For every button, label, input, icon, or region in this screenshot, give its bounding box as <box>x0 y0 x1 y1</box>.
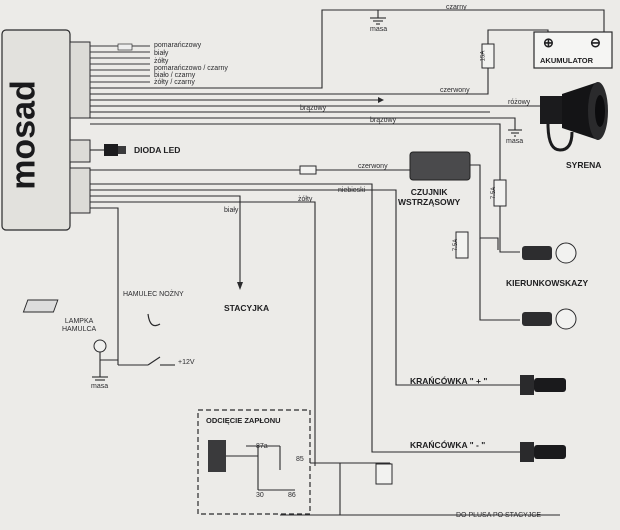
connector-block-mid <box>69 139 91 163</box>
wire-label-red: czerwony <box>440 87 470 94</box>
wire-label-brown-2: brązowy <box>370 117 397 124</box>
relay <box>208 440 295 491</box>
sensor-connector <box>299 165 317 175</box>
wire-label-yellow: żółty <box>154 58 169 65</box>
ground-label-top: masa <box>370 26 388 33</box>
wire-label-orange: pomarańczowy <box>154 42 202 49</box>
relay-pin-87a: 87a <box>256 443 268 450</box>
brand-label: mosad <box>4 80 43 190</box>
ground-label-lamp: masa <box>91 383 109 390</box>
top-wire-bundle <box>90 43 150 83</box>
siren-label: SYRENA <box>566 160 602 170</box>
wire-label-black-top: czarny <box>446 4 467 11</box>
battery-label: AKUMULATOR <box>540 56 594 65</box>
alarm-unit <box>1 29 71 231</box>
fuse-7-5a-b <box>455 231 469 259</box>
shock-sensor <box>409 151 471 181</box>
siren <box>540 82 608 152</box>
indicators-label: KIERUNKOWSKAZY <box>506 278 589 288</box>
led <box>90 144 126 156</box>
relay-pin-86: 86 <box>288 492 296 499</box>
alarm-unit-brand: mosad <box>4 60 44 210</box>
indicator-bulb-1 <box>522 242 577 264</box>
ignition-label: STACYJKA <box>224 303 270 313</box>
ground-label-siren: masa <box>506 138 524 145</box>
relay-coil <box>375 463 393 485</box>
wire-label-brown-1: brązowy <box>300 105 327 112</box>
switch-plus-label: KRAŃCÓWKA " + " <box>410 376 488 386</box>
relay-pin-85: 85 <box>296 456 304 463</box>
cutoff-box <box>197 409 311 515</box>
battery <box>533 31 613 69</box>
wire-label-yellow-black: żółty / czarny <box>154 79 195 86</box>
fuse-label-7-5a-b: 7.5A <box>453 238 460 252</box>
wire-label-sensor: czerwony <box>358 163 388 170</box>
cutoff-label: ODCIĘCIE ZAPŁONU <box>206 416 281 425</box>
brake-lamp-label: LAMPKA HAMULCA <box>62 318 97 333</box>
door-switch-minus <box>520 442 566 462</box>
fuse-7-5a-a <box>493 179 507 207</box>
to-ignition-label: DO PLUSA PO STACYJCE <box>456 512 542 519</box>
battery-plus-icon: ⊕ <box>543 35 554 50</box>
ground-symbol-siren <box>508 129 522 137</box>
fuse-label-15a: 15A <box>480 50 487 62</box>
door-switch-plus <box>520 375 566 395</box>
fuse-15a <box>481 43 495 69</box>
sensor-label: CZUJNIK WSTRZĄSOWY <box>398 187 461 207</box>
wire-label-white-low: biały <box>224 207 239 214</box>
wire-label-yellow-low: żółty <box>298 196 313 203</box>
indicator-bulb-2 <box>522 308 577 330</box>
wire-label-blue: niebieski <box>338 187 366 194</box>
wire-label-white-black: biało / czarny <box>154 72 196 79</box>
brake-pedal <box>22 299 161 327</box>
wire-label-white: biały <box>154 50 169 57</box>
ground-symbol-top <box>370 17 386 25</box>
relay-pin-30: 30 <box>256 492 264 499</box>
connector-block-low <box>69 167 91 214</box>
voltage-label: +12V <box>178 359 195 366</box>
switch-minus-label: KRAŃCÓWKA " - " <box>410 440 486 450</box>
brake-lamp <box>92 339 108 381</box>
connector-block-top <box>69 41 91 119</box>
brake-pedal-label: HAMULEC NOŻNY <box>123 291 184 298</box>
fuse-label-7-5a-a: 7.5A <box>491 186 498 200</box>
battery-minus-icon: ⊖ <box>590 35 601 50</box>
wire-label-orange-black: pomarańczowo / czarny <box>154 65 228 72</box>
led-label: DIODA LED <box>134 145 181 155</box>
wire-label-pink: różowy <box>508 99 531 106</box>
